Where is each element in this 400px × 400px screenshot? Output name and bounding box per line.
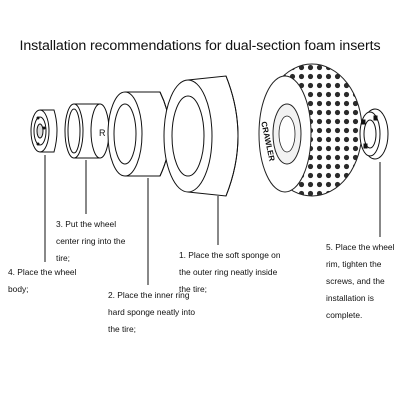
rim-part xyxy=(359,108,389,160)
outer-sponge-part xyxy=(163,75,239,197)
wheel-body-part xyxy=(30,109,58,153)
center-ring-part: R xyxy=(64,103,110,159)
inner-sponge-part xyxy=(107,91,171,177)
svg-text:R: R xyxy=(99,128,106,138)
page-title: Installation recommendations for dual-se… xyxy=(19,38,381,54)
tire-part: CRAWLER xyxy=(258,63,363,197)
leader-lines xyxy=(44,155,381,285)
